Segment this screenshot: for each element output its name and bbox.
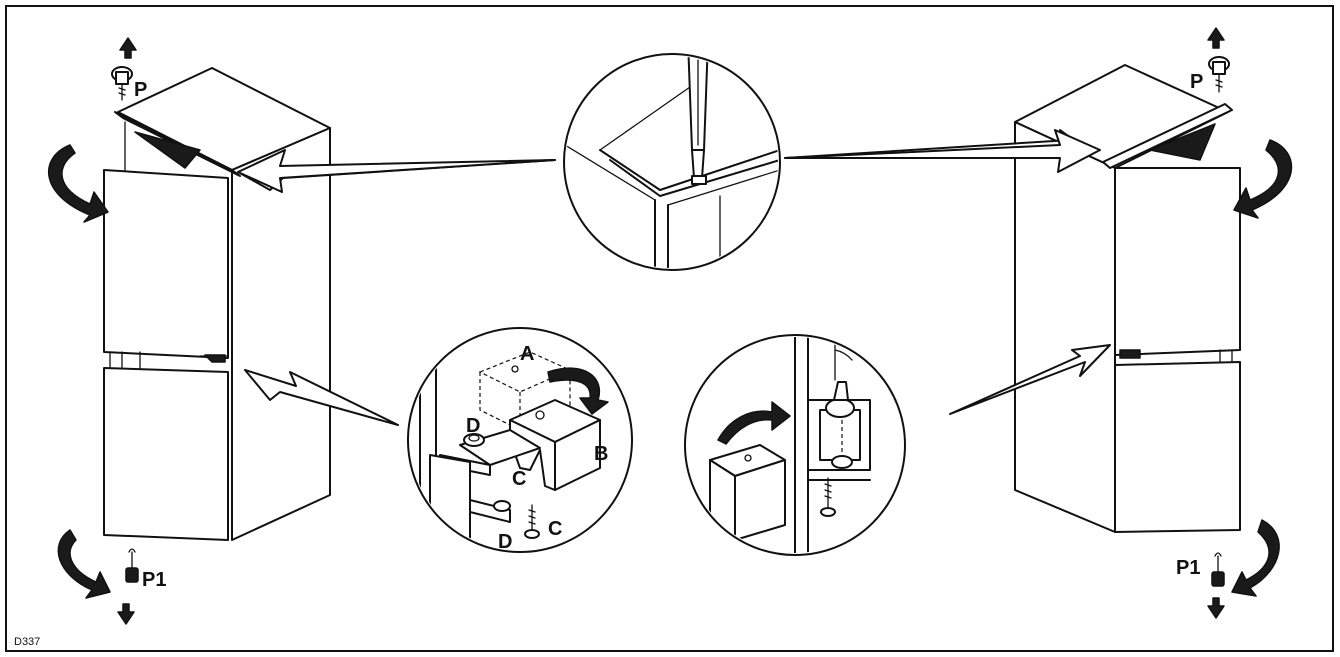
left-top-shadow bbox=[134, 131, 201, 169]
left-bottom-rotate-arrow-icon bbox=[57, 529, 111, 599]
up-arrow-icon bbox=[119, 37, 137, 59]
place-block-arrow-icon bbox=[717, 401, 791, 445]
right-top-strip bbox=[1102, 103, 1233, 169]
label-a: A bbox=[520, 343, 534, 365]
pointer-to-left-middle bbox=[244, 369, 399, 426]
left-middle-hinge bbox=[204, 354, 226, 363]
diagram-border bbox=[5, 5, 1334, 652]
label-d-upper: D bbox=[466, 415, 480, 437]
right-lower-door bbox=[1114, 361, 1241, 533]
left-fridge bbox=[103, 67, 331, 541]
left-upper-door bbox=[103, 169, 229, 359]
right-top-rotate-arrow-icon bbox=[1233, 139, 1293, 219]
label-c-lower: C bbox=[548, 518, 562, 540]
right-upper-door bbox=[1114, 167, 1241, 356]
pointer-to-right-middle bbox=[949, 344, 1111, 415]
right-middle-hinge bbox=[1119, 349, 1141, 359]
right-bottom-pin: P1 bbox=[1176, 552, 1225, 619]
label-p-left: P bbox=[134, 79, 147, 101]
label-p1-right: P1 bbox=[1176, 557, 1200, 579]
right-top-pin: P bbox=[1190, 27, 1230, 93]
left-top-rotate-arrow-icon bbox=[47, 144, 109, 223]
rotate-block-arrow-icon bbox=[547, 367, 609, 415]
top-detail-circle bbox=[563, 53, 781, 271]
figure-code: D337 bbox=[14, 636, 40, 648]
top-detail-outline bbox=[563, 53, 781, 271]
left-bottom-pin: P1 bbox=[117, 548, 166, 625]
down-arrow-icon-right bbox=[1207, 597, 1225, 619]
right-fridge bbox=[1014, 64, 1241, 533]
label-d-lower: D bbox=[498, 531, 512, 553]
label-p1-left: P1 bbox=[142, 569, 166, 591]
hinge-plate-upper bbox=[459, 429, 541, 466]
hinge-detail-left-circle: A B D C C D bbox=[407, 327, 633, 553]
label-c-upper: C bbox=[512, 468, 526, 490]
left-fridge-side bbox=[231, 127, 331, 541]
right-top-shadow bbox=[1149, 123, 1216, 161]
down-arrow-icon bbox=[117, 603, 135, 625]
left-top-pin: P bbox=[111, 37, 147, 101]
label-p-right: P bbox=[1190, 71, 1203, 93]
right-bottom-rotate-arrow-icon bbox=[1231, 519, 1280, 597]
right-top-arrowhead bbox=[784, 129, 1101, 173]
right-fridge-side bbox=[1014, 121, 1116, 533]
left-lower-door bbox=[103, 367, 229, 541]
hinge-detail-right-circle bbox=[684, 334, 906, 556]
left-top-arrowhead bbox=[237, 149, 556, 193]
label-b: B bbox=[594, 443, 608, 465]
up-arrow-icon-right bbox=[1207, 27, 1225, 49]
